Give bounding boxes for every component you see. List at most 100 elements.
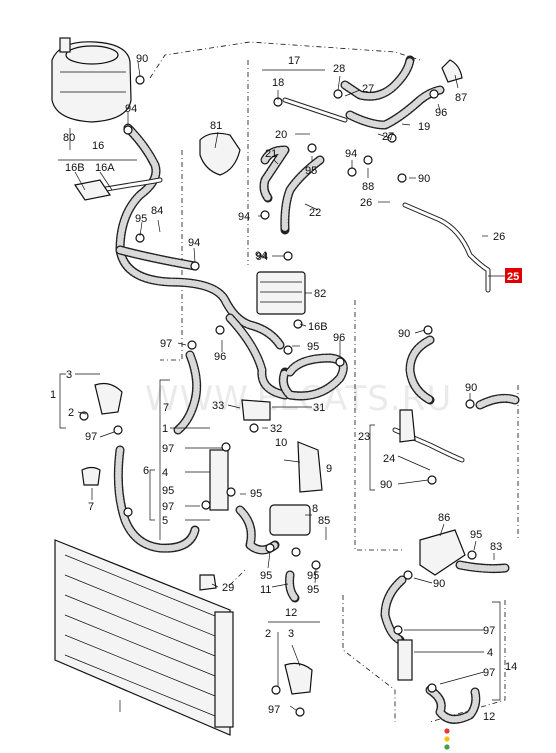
callout-90: 90 [433, 578, 445, 590]
callout-27: 27 [382, 131, 394, 143]
assembly-outline-lines [149, 41, 519, 723]
status-dot [444, 728, 450, 734]
highlight-label: 25 [507, 271, 519, 283]
callout-82: 82 [314, 288, 326, 300]
bracket-31[interactable] [241, 399, 271, 421]
status-dot [444, 744, 450, 750]
callout-94: 94 [255, 250, 267, 262]
callout-97: 97 [483, 625, 495, 637]
callout-95: 95 [135, 213, 147, 225]
callout-95: 95 [305, 165, 317, 177]
callout-95: 95 [260, 570, 272, 582]
valve-12[interactable] [284, 662, 313, 695]
footer-status-dots [444, 728, 450, 750]
callout-85: 85 [318, 515, 330, 527]
highlighted-callout-25[interactable]: 25 [488, 268, 522, 283]
callout-81: 81 [210, 120, 222, 132]
callout-16b: 16B [65, 162, 85, 174]
callout-94: 94 [125, 103, 137, 115]
connector-4-right[interactable] [397, 639, 413, 681]
oil-cooler[interactable] [256, 271, 306, 315]
radiator[interactable] [54, 539, 234, 736]
callout-28: 28 [333, 63, 345, 75]
callout-6: 6 [143, 465, 149, 477]
callout-95: 95 [307, 570, 319, 582]
callout-3: 3 [66, 369, 72, 381]
callout-9: 9 [326, 463, 332, 475]
hose-clamps [79, 75, 477, 717]
expansion-tank[interactable] [51, 37, 132, 123]
callout-90: 90 [465, 382, 477, 394]
callout-95: 95 [307, 341, 319, 353]
callout-87: 87 [455, 92, 467, 104]
auxiliary-pump-8[interactable] [269, 504, 311, 536]
callout-12: 12 [285, 607, 297, 619]
thermostat-housing-81[interactable] [199, 132, 241, 176]
bracket-9[interactable] [297, 441, 323, 493]
callout-3: 3 [288, 628, 294, 640]
callout-29: 29 [222, 582, 234, 594]
callout-96: 96 [333, 332, 345, 344]
callout-22: 22 [309, 207, 321, 219]
callout-90: 90 [398, 328, 410, 340]
callout-90: 90 [380, 479, 392, 491]
leader-lines [58, 61, 501, 712]
callout-80: 80 [63, 132, 75, 144]
callout-32: 32 [270, 423, 282, 435]
callout-97: 97 [160, 338, 172, 350]
callout-16a: 16A [95, 162, 115, 174]
callout-21: 21 [265, 148, 277, 160]
coolant-pipes [97, 97, 491, 463]
callout-90: 90 [136, 53, 148, 65]
callout-10: 10 [275, 437, 287, 449]
callout-97: 97 [483, 667, 495, 679]
callout-31: 31 [313, 402, 325, 414]
callout-94: 94 [188, 237, 200, 249]
callout-97: 97 [162, 443, 174, 455]
bracket-7[interactable] [81, 466, 101, 486]
coolant-flange-86[interactable] [419, 529, 466, 576]
callout-94: 94 [256, 251, 268, 263]
callout-96: 96 [214, 351, 226, 363]
callout-1: 1 [50, 389, 56, 401]
callout-24: 24 [383, 453, 395, 465]
callout-26: 26 [360, 197, 372, 209]
callout-94: 94 [238, 211, 250, 223]
callout-4: 4 [487, 647, 493, 659]
pipe-24-fitting[interactable] [399, 409, 416, 443]
callout-7: 7 [88, 501, 94, 513]
callout-88: 88 [362, 181, 374, 193]
connector-pipe-4[interactable] [209, 449, 229, 511]
callout-14: 14 [505, 661, 517, 673]
bracket-16a[interactable] [74, 179, 111, 201]
callout-16b: 16B [308, 321, 328, 333]
cap-29[interactable] [199, 574, 217, 591]
callout-labels: 90 80 94 16 16B 16A 84 95 81 94 94 94 17… [50, 53, 517, 723]
callout-17: 17 [288, 55, 300, 67]
callout-2: 2 [68, 407, 74, 419]
callout-12: 12 [483, 711, 495, 723]
callout-20: 20 [275, 129, 287, 141]
callout-8: 8 [312, 503, 318, 515]
callout-95: 95 [307, 584, 319, 596]
callout-16: 16 [92, 140, 104, 152]
callout-1: 1 [162, 423, 168, 435]
components [74, 59, 466, 695]
callout-95: 95 [250, 488, 262, 500]
status-dot [444, 736, 450, 742]
callout-4: 4 [162, 467, 168, 479]
thermostat-1[interactable] [94, 382, 123, 415]
callout-97: 97 [85, 431, 97, 443]
callout-7: 7 [163, 402, 169, 414]
callout-26: 26 [493, 231, 505, 243]
callout-84: 84 [151, 205, 163, 217]
callout-83: 83 [490, 541, 502, 553]
coolant-hoses [113, 55, 520, 724]
callout-19: 19 [418, 121, 430, 133]
callout-2: 2 [265, 628, 271, 640]
hose-end-87[interactable] [441, 59, 463, 83]
callout-11: 11 [260, 584, 271, 596]
callout-33: 33 [212, 400, 224, 412]
callout-23: 23 [358, 431, 370, 443]
